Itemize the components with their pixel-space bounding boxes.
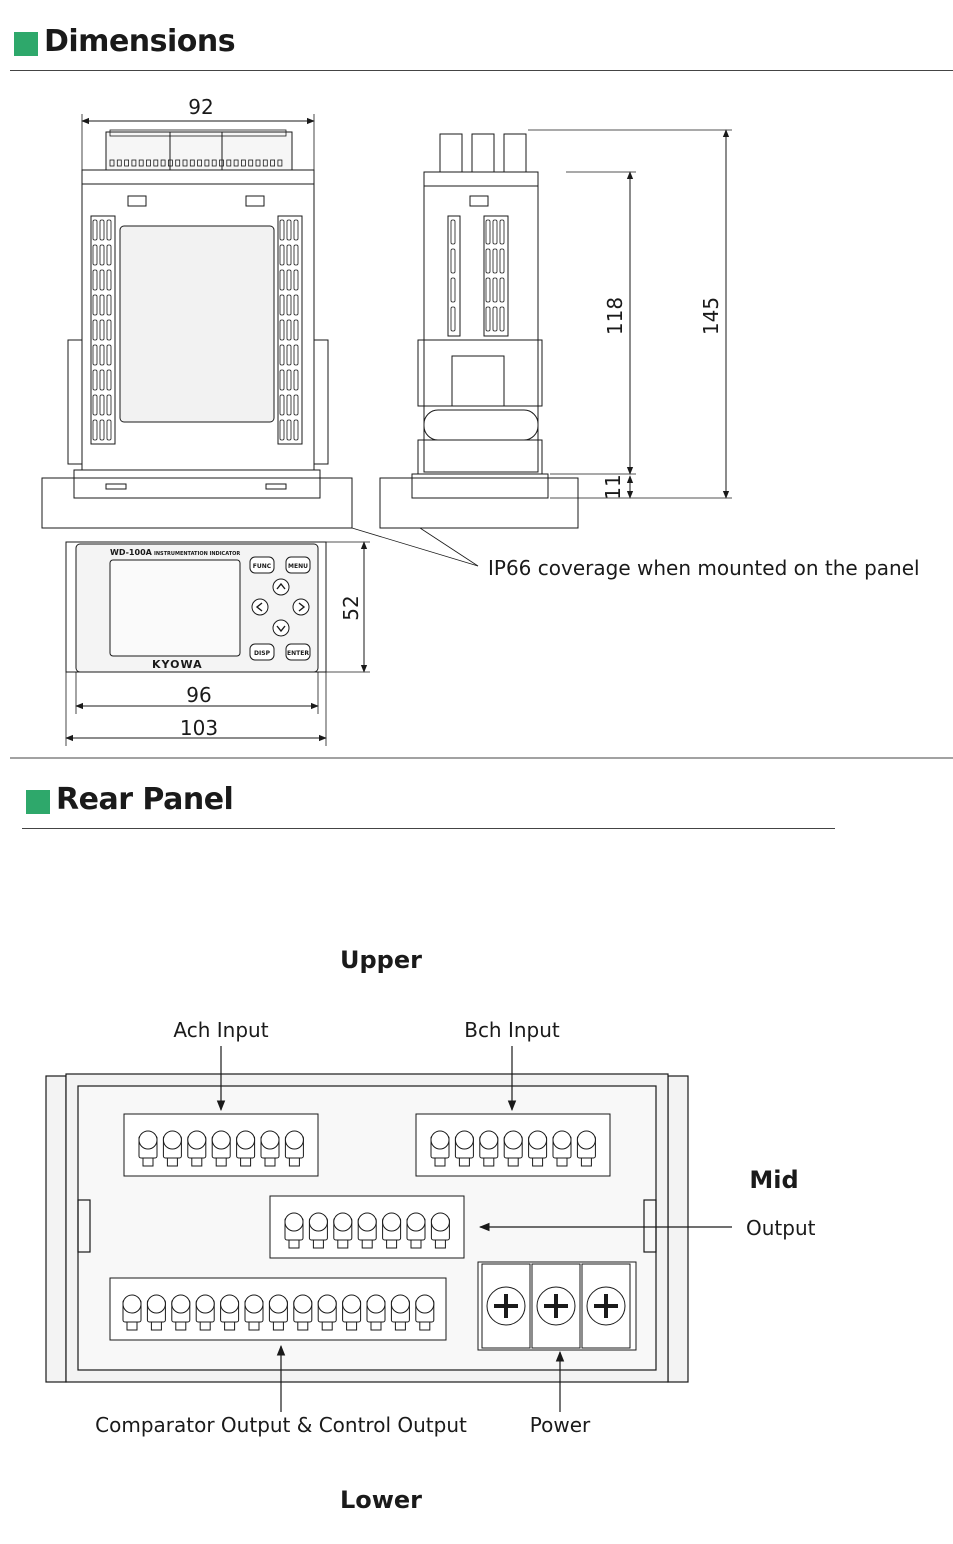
up-arrow-icon [276, 582, 286, 590]
front-buttons [249, 556, 311, 661]
side-view [379, 133, 579, 529]
down-arrow-icon [276, 625, 286, 633]
front-subtitle: INSTRUMENTATION INDICATOR [154, 551, 240, 557]
section-title: Rear Panel [56, 782, 234, 817]
lower-label: Lower [340, 1486, 422, 1514]
ach-input-label: Ach Input [173, 1018, 268, 1042]
dim-height-body: 118 [603, 297, 627, 335]
rear-panel-rule [22, 828, 835, 829]
menu-button-label: MENU [288, 563, 308, 570]
dim-flange: 11 [601, 474, 625, 499]
right-arrow-icon [298, 602, 306, 612]
output-label: Output [746, 1216, 816, 1240]
front-model: WD-100A [110, 548, 153, 557]
bch-input-label: Bch Input [464, 1018, 560, 1042]
mid-label: Mid [749, 1166, 798, 1194]
comparator-label: Comparator Output & Control Output [95, 1413, 467, 1437]
dim-width-top: 92 [188, 95, 213, 119]
enter-button-label: ENTER [287, 650, 309, 657]
top-view [41, 129, 353, 529]
section-marker-icon [26, 790, 50, 814]
left-arrow-icon [255, 602, 263, 612]
power-label: Power [530, 1413, 591, 1437]
front-brand: KYOWA [152, 658, 203, 671]
dim-front-height: 52 [339, 595, 363, 620]
section-marker-icon [14, 32, 38, 56]
dimensions-drawing: 92 118 145 11 WD-100A INSTRUMENTATI [10, 95, 953, 759]
rear-panel-drawing: Upper Ach Input Bch Input Mid Output Com… [45, 946, 816, 1514]
front-panel [65, 541, 327, 673]
ip66-note: IP66 coverage when mounted on the panel [488, 556, 920, 580]
dim-height-total: 145 [699, 297, 723, 335]
dim-front-width-inner: 96 [186, 683, 211, 707]
func-button-label: FUNC [253, 563, 272, 570]
upper-label: Upper [340, 946, 422, 974]
disp-button-label: DISP [254, 650, 271, 657]
vent-slots-left [90, 215, 116, 445]
section-title: Dimensions [44, 24, 236, 59]
vent-slots-right [277, 215, 303, 445]
dim-front-width-outer: 103 [180, 716, 218, 740]
